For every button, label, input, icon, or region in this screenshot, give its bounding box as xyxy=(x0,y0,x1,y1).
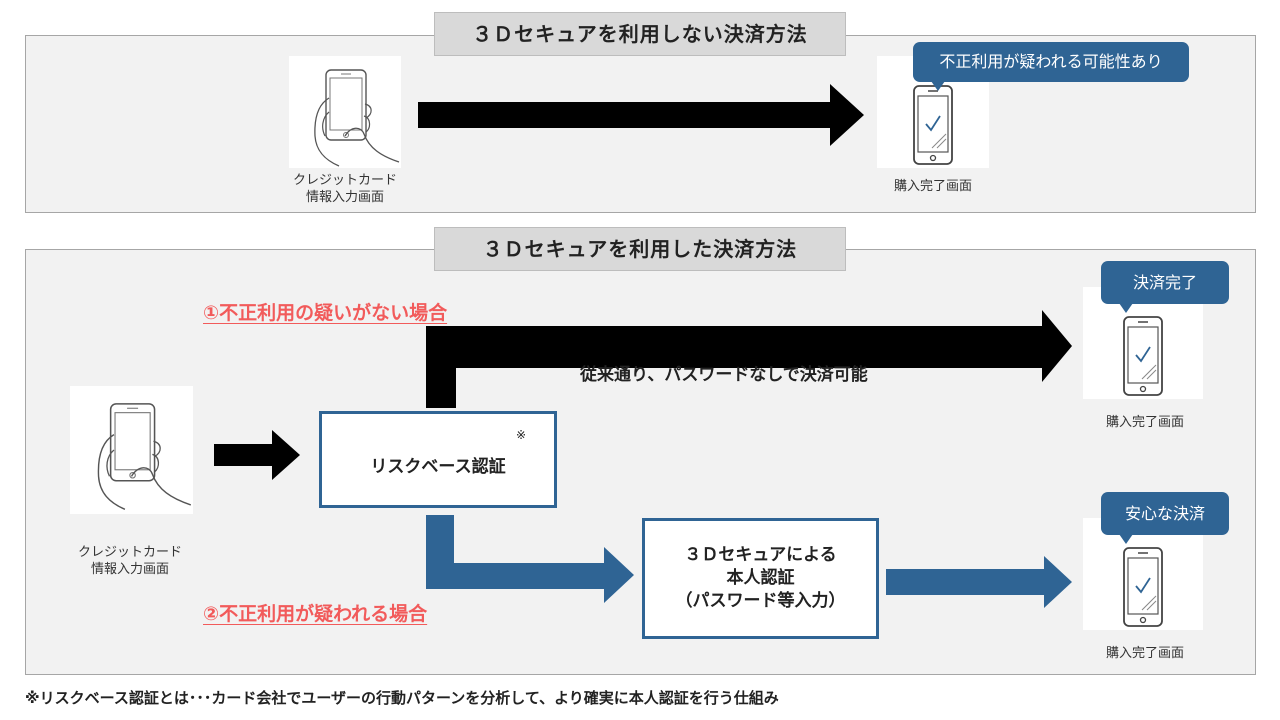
risk-based-auth-label: リスクベース認証 xyxy=(370,457,506,477)
bottom-section-title: ３Ｄセキュアを利用した決済方法 xyxy=(434,227,846,271)
result2-bubble: 安心な決済 xyxy=(1101,492,1229,544)
hand-phone-icon xyxy=(314,69,400,167)
case1-flow-arrow xyxy=(426,310,1072,408)
case2-label: ②不正利用が疑われる場合 xyxy=(203,603,428,625)
card-input-caption: クレジットカード 情報入力画面 xyxy=(270,172,420,206)
top-section-title: ３Ｄセキュアを利用しない決済方法 xyxy=(434,12,846,56)
card-input-caption-bottom-line1: クレジットカード xyxy=(77,545,182,560)
case1-label: ①不正利用の疑いがない場合 xyxy=(203,302,448,324)
purchase-complete-caption: 購入完了画面 xyxy=(893,179,972,194)
case1-description: 従来通り、パスワードなしで決済可能 xyxy=(580,365,868,385)
to-result2-arrow xyxy=(886,556,1072,608)
3d-secure-auth-box: ３Ｄセキュアによる 本人認証 （パスワード等入力） xyxy=(642,518,879,639)
result2-thumbnail xyxy=(1083,518,1203,630)
risk-based-auth-mark: ※ xyxy=(516,428,527,442)
card-input-caption-bottom: クレジットカード 情報入力画面 xyxy=(50,544,210,578)
result1-thumbnail xyxy=(1083,287,1203,399)
3d-secure-auth-line3: （パスワード等入力） xyxy=(675,591,846,611)
card-input-caption-bottom-line2: 情報入力画面 xyxy=(90,562,169,577)
result2-caption: 購入完了画面 xyxy=(1105,646,1184,661)
card-input-thumbnail-bottom xyxy=(70,386,193,514)
card-input-thumbnail xyxy=(289,56,401,168)
footnote: ※リスクベース認証とは･･･カード会社でユーザーの行動パターンを分析して、より確… xyxy=(25,689,779,707)
fraud-warning-bubble: 不正利用が疑われる可能性あり xyxy=(913,42,1189,91)
result1-bubble: 決済完了 xyxy=(1101,261,1229,313)
risk-based-auth-box: リスクベース認証 ※ xyxy=(319,411,557,508)
hand-phone-icon xyxy=(97,403,192,510)
card-input-caption-line2: 情報入力画面 xyxy=(305,190,384,205)
card-input-caption-line1: クレジットカード xyxy=(292,173,397,188)
phone-check-icon xyxy=(1123,316,1163,396)
top-flow-arrow xyxy=(418,84,864,146)
case2-flow-arrow xyxy=(426,515,634,603)
result1-caption: 購入完了画面 xyxy=(1105,415,1184,430)
to-risk-arrow xyxy=(214,430,300,480)
3d-secure-auth-line1: ３Ｄセキュアによる xyxy=(684,545,837,565)
phone-check-icon xyxy=(1123,547,1163,627)
3d-secure-auth-line2: 本人認証 xyxy=(726,568,795,588)
